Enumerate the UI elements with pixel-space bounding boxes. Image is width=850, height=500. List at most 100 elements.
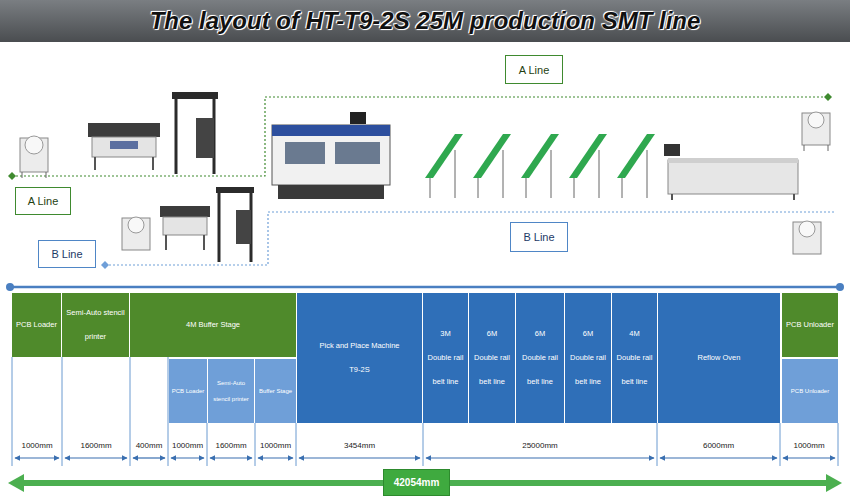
dimension-arrow (426, 457, 654, 458)
pick-and-place-figure (350, 112, 366, 124)
stencil-printer-figure (110, 141, 138, 149)
pcb-unloader-figure (808, 112, 824, 128)
pick-and-place-figure (272, 125, 390, 185)
buffer-figure (172, 92, 218, 99)
dimension-arrow (660, 457, 777, 458)
timeline-bar (6, 283, 844, 291)
pcb-loader-figure (22, 172, 23, 178)
line-tag: A Line (505, 55, 563, 84)
table-cell: PCB Loader (12, 293, 61, 357)
b-line-route (105, 212, 836, 265)
dimension-label: 1000mm (12, 440, 62, 452)
belt-conveyor-figures (430, 178, 431, 198)
reflow-oven-figure (668, 158, 798, 163)
dimension-arrow (258, 457, 293, 458)
cell-text: PCB Unloader (791, 383, 829, 399)
dimension-label: 1600mm (62, 440, 130, 452)
belt-conveyor-figures (622, 178, 623, 198)
cell-text: 4M (629, 322, 639, 346)
pick-and-place-figure (272, 112, 390, 199)
title-bar (0, 0, 850, 42)
dimension-arrow (783, 457, 835, 458)
pcb-loader-figure (122, 218, 150, 250)
cell-text: Double rail belt line (471, 346, 513, 394)
column-divider (207, 423, 208, 466)
timeline-bar (836, 283, 844, 291)
table-cell: 6MDouble rail belt line (565, 293, 611, 423)
pcb-unloader-figure (802, 112, 830, 151)
belt-conveyor-figures (425, 134, 463, 178)
a-line-route (8, 172, 16, 180)
pcb-unloader-figure (799, 221, 815, 237)
table-cell: 6MDouble rail belt line (516, 293, 564, 423)
dimension-label: 3454mm (296, 440, 423, 452)
cell-text: T9-2S (349, 358, 369, 382)
belt-conveyor-figures (503, 150, 504, 198)
column-divider (62, 357, 63, 466)
column-divider (130, 357, 131, 466)
column-divider (12, 357, 13, 466)
b-line-route (101, 212, 836, 269)
belt-conveyor-figures (455, 150, 456, 198)
a-line-route (824, 93, 832, 101)
dimension-arrow (299, 457, 420, 458)
table-cell: Semi-Auto stencil printer (62, 293, 129, 357)
stencil-printer-figure (160, 206, 210, 250)
dimension-arrow (65, 457, 127, 458)
sub-table-cell: Semi-Auto stencil printer (208, 359, 254, 423)
reflow-oven-figure (668, 160, 798, 194)
reflow-oven-figure (664, 144, 680, 156)
dimension-label: 1600mm (207, 440, 255, 452)
buffer-figure (236, 210, 251, 244)
cell-text: A Line (28, 195, 59, 207)
line-tag: A Line (15, 187, 71, 215)
cell-text: Double rail belt line (614, 346, 655, 394)
cell-text: 3M (440, 322, 450, 346)
pcb-unloader-figure (793, 222, 821, 254)
dimension-arrow (15, 457, 835, 458)
table-cell: 3MDouble rail belt line (423, 293, 468, 423)
cell-text: B Line (523, 231, 554, 243)
dimension-label: 1000mm (168, 440, 207, 452)
column-divider (423, 423, 424, 466)
pick-and-place-figure (335, 142, 380, 164)
line-tag: B Line (510, 222, 568, 252)
timeline-bar (6, 283, 14, 291)
pcb-unloader-figure (828, 145, 829, 151)
pcb-unloader-figure (802, 113, 830, 145)
column-divider (255, 423, 256, 466)
buffer-figure (175, 99, 178, 174)
buffer-figure (172, 92, 218, 174)
belt-conveyor-figures (647, 150, 648, 198)
cell-text: 6M (487, 322, 497, 346)
stencil-printer-figure (165, 235, 167, 250)
pick-and-place-figure (278, 185, 384, 199)
cell-text: Semi-Auto stencil printer (64, 301, 127, 349)
buffer-figure (196, 118, 214, 158)
reflow-oven-figure (671, 194, 673, 200)
stencil-printer-figure (94, 157, 96, 170)
dimension-label: 1000mm (780, 440, 838, 452)
cell-text: 6M (583, 322, 593, 346)
reflow-oven-figure (664, 144, 798, 200)
belt-conveyor-figures (478, 178, 479, 198)
cell-text: Double rail belt line (425, 346, 466, 394)
total-length-box: 42054mm (383, 469, 450, 496)
cell-text: Reflow Oven (698, 346, 741, 370)
reflow-oven-figure (793, 194, 795, 200)
pcb-unloader-figure (804, 145, 805, 151)
stencil-printer-figure (92, 137, 156, 157)
belt-conveyor-figures (551, 150, 552, 198)
cell-text: Buffer Stage (259, 383, 292, 399)
table-cell: Pick and Place MachineT9-2S (297, 293, 422, 423)
pick-and-place-figure (285, 142, 325, 164)
table-cell: 6MDouble rail belt line (469, 293, 515, 423)
dimension-arrow (171, 457, 204, 458)
cell-text: 4M Buffer Stage (186, 313, 240, 337)
cell-text: PCB Unloader (786, 313, 834, 337)
stencil-printer-figure (160, 206, 210, 217)
belt-conveyor-figures (526, 178, 527, 198)
total-length-arrow (8, 474, 24, 492)
pcb-loader-figure (25, 136, 43, 154)
